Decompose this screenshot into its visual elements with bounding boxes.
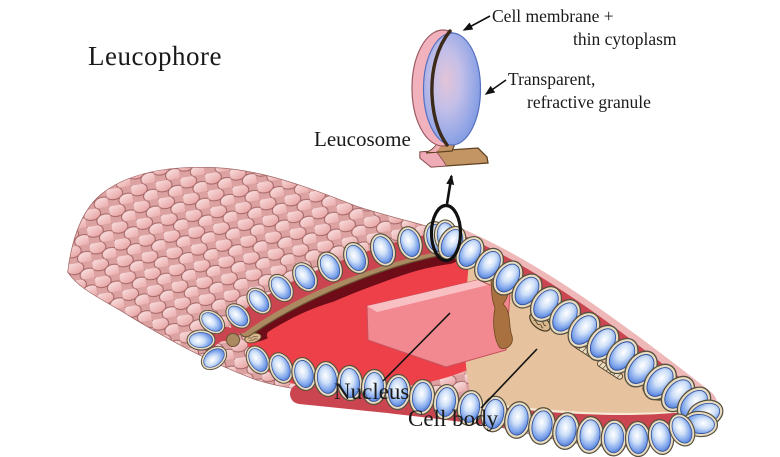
inset-membrane-line [430,29,452,147]
leucosome-inset-illustration [411,29,489,168]
leader-lines [382,15,538,409]
inset-refractive-granule [422,32,482,146]
leucosome-fan-left [186,305,240,375]
nucleus-leader-line [382,312,451,382]
granule-label-line1: Transparent, [508,69,596,89]
granule-arrow-icon [484,79,507,95]
granule-label-line2: refractive granule [527,92,651,112]
membrane-label-line1: Cell membrane + [492,6,614,26]
membrane-label-line2: thin cytoplasm [573,29,677,49]
cell-body-leader-line [480,348,538,409]
membrane-arrow-icon [462,15,491,31]
ellipse-highlight-icon [429,203,463,263]
nucleus-block [366,279,511,368]
cell-body-label: Cell body [408,406,499,431]
diagram-title: Leucophore [88,41,222,71]
leucophore-cell [67,166,728,457]
red-blob-in-maroon [266,299,349,342]
leucosome-label: Leucosome [314,127,411,151]
magnify-arrow-icon [445,174,455,205]
nucleus-label: Nucleus [334,379,410,404]
